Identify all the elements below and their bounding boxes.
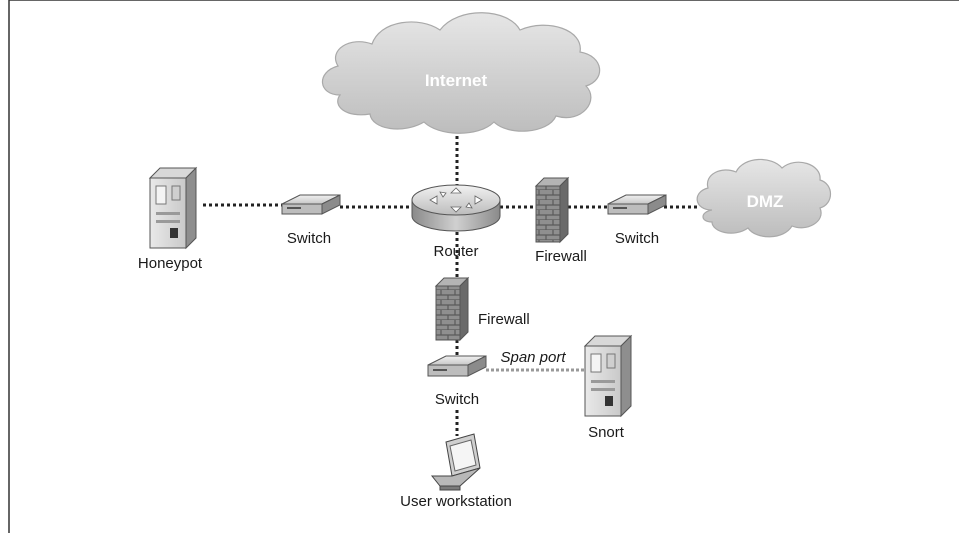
switch-right-label: Switch: [615, 230, 659, 247]
router-label: Router: [433, 243, 478, 260]
switch-center-label: Switch: [435, 391, 479, 408]
dmz-cloud: DMZ: [696, 158, 832, 238]
dmz-label: DMZ: [747, 192, 784, 211]
laptop-icon: [430, 433, 481, 491]
connections: [203, 130, 700, 436]
figure-border: [8, 0, 959, 533]
firewall-center-label: Firewall: [478, 311, 530, 328]
internet-label: Internet: [425, 71, 488, 90]
internet-cloud: Internet: [321, 12, 601, 134]
switch-center-icon: [427, 355, 487, 377]
span-port-label: Span port: [500, 349, 566, 366]
switch-left-icon: [281, 194, 341, 215]
firewall-right-label: Firewall: [535, 248, 587, 265]
firewall-center-icon: [434, 276, 470, 342]
router-icon: [411, 184, 501, 232]
snort-label: Snort: [588, 424, 625, 441]
snort-server-icon: [583, 334, 633, 418]
user-workstation-label: User workstation: [400, 493, 512, 510]
honeypot-label: Honeypot: [138, 255, 203, 272]
honeypot-server-icon: [148, 166, 198, 250]
switch-left-label: Switch: [287, 230, 331, 247]
switch-right-icon: [607, 194, 667, 215]
firewall-right-icon: [534, 176, 570, 244]
